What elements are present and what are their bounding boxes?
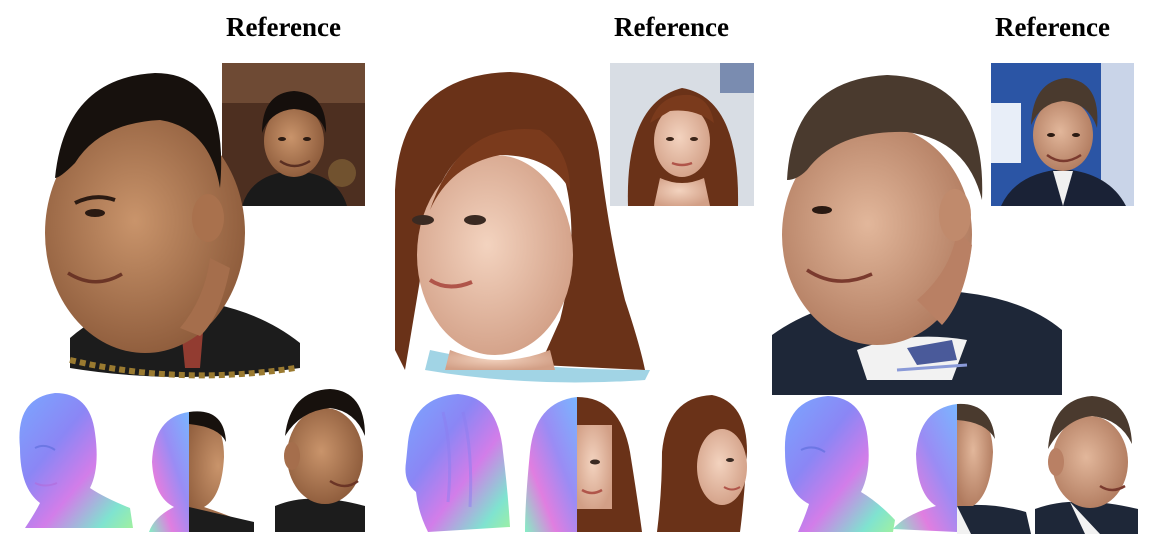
normal-map-side-view <box>773 392 895 534</box>
reference-label: Reference <box>995 12 1110 42</box>
reference-photo <box>222 63 365 206</box>
reference-label: Reference <box>226 12 341 42</box>
reference-label: Reference <box>614 12 729 42</box>
half-normal-half-texture-front-view <box>144 392 254 532</box>
panel-3: Reference <box>765 0 1153 548</box>
half-normal-half-texture-front-view <box>891 394 1033 534</box>
reconstructed-head-textured <box>390 70 665 388</box>
textured-side-view <box>652 392 752 534</box>
reference-photo <box>610 63 754 206</box>
textured-side-view <box>1030 394 1140 534</box>
reconstructed-head-textured <box>30 68 305 386</box>
reconstructed-head-textured <box>767 70 1067 395</box>
normal-map-side-view <box>398 392 513 534</box>
half-normal-half-texture-front-view <box>520 392 645 534</box>
reference-photo <box>991 63 1134 206</box>
panel-1: Reference <box>0 0 380 548</box>
panel-2: Reference <box>380 0 770 548</box>
textured-side-view <box>270 386 370 532</box>
normal-map-side-view <box>5 388 135 533</box>
